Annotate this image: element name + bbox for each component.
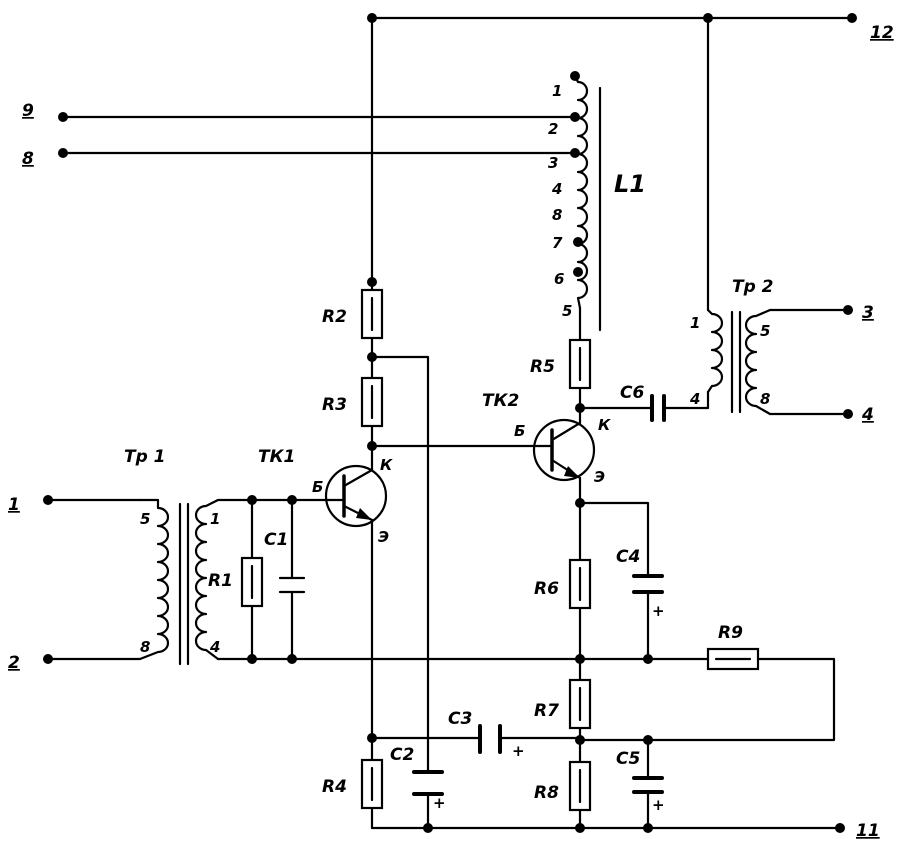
resistor-r1: [240, 556, 264, 608]
l1-pin-4: 4: [551, 180, 562, 198]
tk1-pin-b: Б: [312, 478, 323, 496]
r9-label: R9: [718, 623, 743, 643]
c4-label: C4: [616, 547, 640, 567]
capacitor-c3: [478, 724, 502, 754]
l1-pin-7: 7: [552, 234, 563, 252]
tk1-label: ТК1: [258, 447, 295, 467]
capacitor-c1: [278, 576, 306, 594]
polarity-marks: + + + +: [433, 602, 665, 814]
r3-label: R3: [322, 395, 347, 415]
l1-pin-2: 2: [548, 120, 558, 138]
tk2-pin-k: К: [598, 416, 611, 434]
resistor-r6: [568, 558, 592, 610]
tk2-pin-e: Э: [594, 468, 605, 486]
resistor-r2: [360, 288, 384, 340]
capacitor-c6: [650, 394, 666, 422]
tr1-pin-5: 5: [140, 510, 150, 528]
c4-plus: +: [652, 602, 665, 620]
c5-plus: +: [652, 796, 665, 814]
terminal-11-label: 11: [856, 821, 880, 841]
c3-plus: +: [512, 742, 525, 760]
terminal-1-label: 1: [8, 495, 20, 515]
transformer-tr2: [706, 308, 772, 416]
transistor-tk1: [324, 464, 388, 528]
c3-label: C3: [448, 709, 472, 729]
r7-label: R7: [534, 701, 559, 721]
tk1-pin-k: К: [380, 456, 393, 474]
resistor-r4: [360, 758, 384, 810]
terminal-4-label: 4: [861, 405, 874, 425]
r2-label: R2: [322, 307, 347, 327]
terminal-labels: 1 2 3 4 8 9 11 12: [8, 23, 894, 841]
l1-pin-1: 1: [552, 82, 562, 100]
c2-plus: +: [433, 794, 446, 812]
r6-label: R6: [534, 579, 559, 599]
resistor-r5: [568, 338, 592, 390]
tr2-pin-8: 8: [760, 390, 770, 408]
component-labels: Тр 1 Тр 2 ТК1 ТК2 L1 R1 R2 R3 R4 R5 R6 R…: [124, 170, 774, 803]
resistor-r8: [568, 760, 592, 812]
capacitor-c4: [632, 574, 664, 594]
transistor-tk2: [532, 418, 596, 482]
capacitor-c2: [412, 770, 444, 796]
terminal-2-label: 2: [8, 653, 20, 673]
tr2-pin-5: 5: [760, 322, 770, 340]
c6-label: C6: [620, 383, 644, 403]
l1-label: L1: [614, 170, 646, 198]
junction-dots: [43, 13, 857, 833]
resistor-r3: [360, 376, 384, 428]
r8-label: R8: [534, 783, 559, 803]
wires: [46, 16, 854, 830]
pin-labels: 5 8 1 4 1 4 5 8 1 2 3 4 8 7 6 5 Б К Э Б …: [140, 82, 770, 656]
c1-label: C1: [264, 530, 288, 550]
tk1-pin-e: Э: [378, 528, 389, 546]
tk2-pin-b: Б: [514, 422, 525, 440]
l1-pin-6: 6: [554, 270, 564, 288]
r5-label: R5: [530, 357, 555, 377]
capacitor-c5: [632, 776, 664, 794]
tk2-label: ТК2: [482, 391, 519, 411]
terminal-9-label: 9: [22, 101, 34, 121]
terminal-12-label: 12: [870, 23, 894, 43]
r1-label: R1: [208, 571, 233, 591]
resistor-r7: [568, 678, 592, 730]
r4-label: R4: [322, 777, 347, 797]
tr1-pin-1: 1: [210, 510, 220, 528]
tr1-label: Тр 1: [124, 447, 166, 467]
c5-label: C5: [616, 749, 640, 769]
l1-pin-5: 5: [562, 302, 572, 320]
l1-pin-3: 3: [548, 154, 558, 172]
inductor-l1: [573, 74, 602, 332]
c2-label: C2: [390, 745, 414, 765]
tr2-label: Тр 2: [732, 277, 774, 297]
tr2-pin-1: 1: [690, 314, 700, 332]
terminal-3-label: 3: [862, 303, 874, 323]
l1-pin-8: 8: [552, 206, 562, 224]
tr2-pin-4: 4: [689, 390, 700, 408]
terminal-8-label: 8: [22, 149, 34, 169]
tr1-pin-8: 8: [140, 638, 150, 656]
resistor-r9: [706, 647, 760, 671]
tr1-pin-4: 4: [209, 638, 220, 656]
transformer-tr1: [138, 498, 220, 666]
